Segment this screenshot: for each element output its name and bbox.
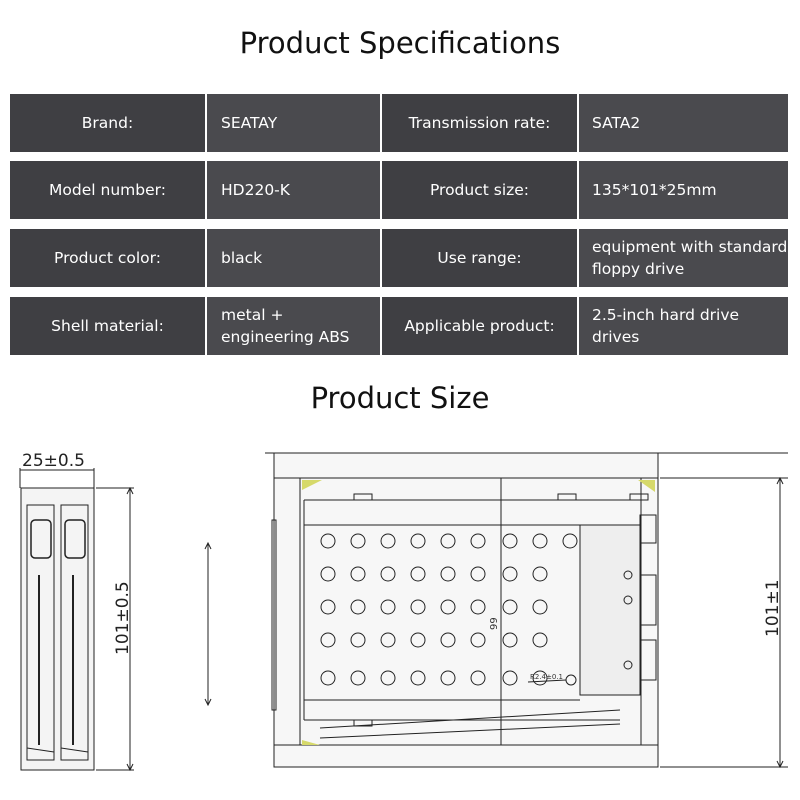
width-dim-label: 25±0.5 xyxy=(22,451,85,471)
vent-hole xyxy=(410,599,426,615)
spec-value: HD220-K xyxy=(207,161,380,219)
vent-hole xyxy=(502,670,518,686)
vent-hole xyxy=(470,566,486,582)
vent-hole xyxy=(380,566,396,582)
spec-value: 2.5-inch hard drive drives xyxy=(579,297,788,355)
spec-row: Brand: SEATAY Transmission rate: SATA2 xyxy=(10,94,790,152)
vent-hole xyxy=(380,599,396,615)
vent-hole xyxy=(410,533,426,549)
height-dim-left-label: 101±0.5 xyxy=(113,581,133,655)
vent-hole xyxy=(350,566,366,582)
vent-hole xyxy=(350,533,366,549)
spec-value: equipment with standard floppy drive xyxy=(579,229,788,287)
spec-value: 135*101*25mm xyxy=(579,161,788,219)
vent-hole xyxy=(350,632,366,648)
vent-hole xyxy=(502,566,518,582)
vent-hole xyxy=(440,599,456,615)
spec-row: Shell material: metal + engineering ABS … xyxy=(10,297,790,355)
vent-hole xyxy=(320,599,336,615)
spec-label: Product color: xyxy=(10,229,205,287)
spec-label: Model number: xyxy=(10,161,205,219)
spec-label: Product size: xyxy=(382,161,577,219)
spec-label: Transmission rate: xyxy=(382,94,577,152)
vent-hole xyxy=(350,670,366,686)
ventilation-holes xyxy=(320,533,578,686)
vent-hole xyxy=(532,632,548,648)
vent-hole xyxy=(440,566,456,582)
vent-hole xyxy=(470,632,486,648)
vent-hole xyxy=(410,566,426,582)
spec-label: Use range: xyxy=(382,229,577,287)
vent-hole xyxy=(502,632,518,648)
vent-hole xyxy=(532,566,548,582)
vent-hole xyxy=(532,670,548,686)
vent-hole xyxy=(440,670,456,686)
spec-label: Brand: xyxy=(10,94,205,152)
height-dim-right-label: 101±1 xyxy=(763,579,783,637)
vent-hole xyxy=(532,533,548,549)
vent-hole xyxy=(562,533,578,549)
vent-hole xyxy=(410,670,426,686)
vent-hole xyxy=(350,599,366,615)
spec-value: metal + engineering ABS xyxy=(207,297,380,355)
spec-label: Applicable product: xyxy=(382,297,577,355)
inner-dim-label: 99 xyxy=(489,617,500,630)
vent-hole xyxy=(320,533,336,549)
vent-hole xyxy=(502,599,518,615)
spec-value: SEATAY xyxy=(207,94,380,152)
vent-hole xyxy=(320,632,336,648)
spec-row: Model number: HD220-K Product size: 135*… xyxy=(10,161,790,219)
spec-value: SATA2 xyxy=(579,94,788,152)
vent-hole xyxy=(380,632,396,648)
vent-hole xyxy=(440,533,456,549)
vent-hole xyxy=(380,670,396,686)
spec-title: Product Specifications xyxy=(239,26,561,60)
vent-hole xyxy=(470,533,486,549)
spec-label: Shell material: xyxy=(10,297,205,355)
radius-note: R2.4±0.1 xyxy=(530,673,563,681)
top-view xyxy=(265,452,788,769)
vent-hole xyxy=(320,566,336,582)
spec-value: black xyxy=(207,229,380,287)
side-view xyxy=(19,468,212,772)
vent-hole xyxy=(410,632,426,648)
vent-hole xyxy=(320,670,336,686)
vent-hole xyxy=(440,632,456,648)
vent-hole xyxy=(532,599,548,615)
vent-hole xyxy=(502,533,518,549)
spec-row: Product color: black Use range: equipmen… xyxy=(10,229,790,287)
vent-hole xyxy=(380,533,396,549)
vent-hole xyxy=(470,599,486,615)
size-title: Product Size xyxy=(310,381,490,415)
vent-hole xyxy=(470,670,486,686)
